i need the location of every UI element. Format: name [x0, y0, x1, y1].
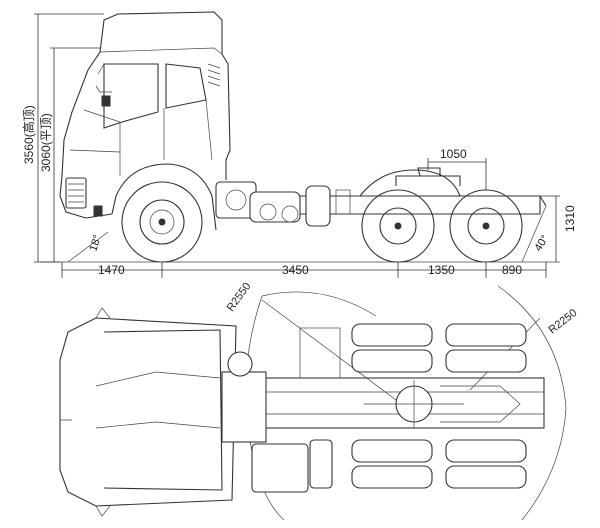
- wheelbase-2-label: 1350: [428, 263, 455, 277]
- rear-overhang-label: 890: [502, 263, 522, 277]
- flat-roof-height-label: 3060(平顶): [39, 113, 53, 172]
- fifth-wheel-dimension: 1050: [427, 147, 487, 190]
- rear-section: [359, 167, 547, 263]
- length-dimensions: 1470 3450 1350 890: [61, 262, 547, 278]
- front-overhang-label: 1470: [98, 263, 125, 277]
- cab-side: [59, 11, 231, 219]
- wheelbase-1-label: 3450: [282, 263, 309, 277]
- width-dimension: 1310: [540, 195, 577, 262]
- top-view: R2550 R2250: [59, 280, 579, 521]
- front-wheel: [111, 163, 217, 263]
- front-radius-label: R2550: [225, 280, 254, 313]
- fifth-wheel-label: 1050: [440, 147, 467, 161]
- departure-angle-label: 40°: [532, 233, 551, 253]
- chassis-top: [221, 327, 545, 493]
- width-label: 1310: [563, 205, 577, 232]
- tires-top: [351, 323, 527, 489]
- side-view: 3560(高顶) 3060(平顶) 1310 1050 18° 40° 1470…: [21, 11, 577, 278]
- height-dimensions: 3560(高顶) 3060(平顶): [21, 13, 104, 263]
- cab-top: [59, 307, 237, 517]
- approach-angle-label: 18°: [87, 233, 104, 253]
- rear-radius-label: R2250: [546, 307, 579, 336]
- high-roof-height-label: 3560(高顶): [21, 105, 36, 164]
- chassis-side: [215, 181, 541, 227]
